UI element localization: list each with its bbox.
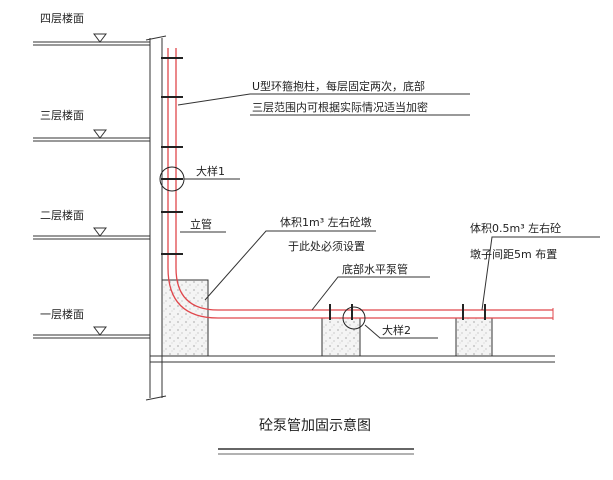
block-05m3-note-line2: 墩子间距5m 布置: [470, 247, 557, 261]
concrete-block-05m3-a: [321, 317, 361, 357]
floor-label-2: 二层楼面: [40, 208, 84, 222]
leaders: [177, 93, 600, 339]
concrete-block-05m3-b: [455, 317, 493, 357]
block-1m3-note-line2: 于此处必须设置: [288, 240, 365, 253]
pipe-inner: [175, 48, 553, 311]
block-1m3-note-line1: 体积1m³ 左右砼墩: [280, 215, 372, 229]
block-05m3-note-line1: 体积0.5m³ 左右砼: [470, 221, 561, 235]
u-clamp-note-line1: U型环箍抱柱，每层固定两次，底部: [252, 79, 425, 93]
level-markers: [93, 33, 107, 336]
detail-2-label: 大样2: [382, 323, 411, 337]
riser-label: 立管: [190, 217, 212, 231]
detail-1-label: 大样1: [196, 164, 225, 178]
ground: [150, 355, 555, 363]
u-clamp-note-line2: 三层范围内可根据实际情况适当加密: [252, 100, 428, 114]
floor-label-1: 一层楼面: [40, 307, 84, 321]
detail-circle-2: [342, 306, 366, 330]
floor-label-3: 三层楼面: [40, 108, 84, 122]
bottom-pipe-label: 底部水平泵管: [342, 262, 408, 276]
floor-label-4: 四层楼面: [40, 11, 84, 25]
level-marker-4: [93, 33, 107, 43]
horizontal-clamps: [329, 304, 486, 320]
level-marker-3: [93, 129, 107, 139]
level-marker-2: [93, 227, 107, 237]
pipe-outer: [167, 48, 553, 319]
level-marker-1: [93, 326, 107, 336]
pump-pipe: [167, 48, 553, 319]
floor-slabs: [33, 41, 150, 339]
riser-clamps: [161, 57, 183, 255]
concrete-block-1m3: [161, 279, 209, 357]
diagram-title: 砼泵管加固示意图: [259, 417, 371, 434]
